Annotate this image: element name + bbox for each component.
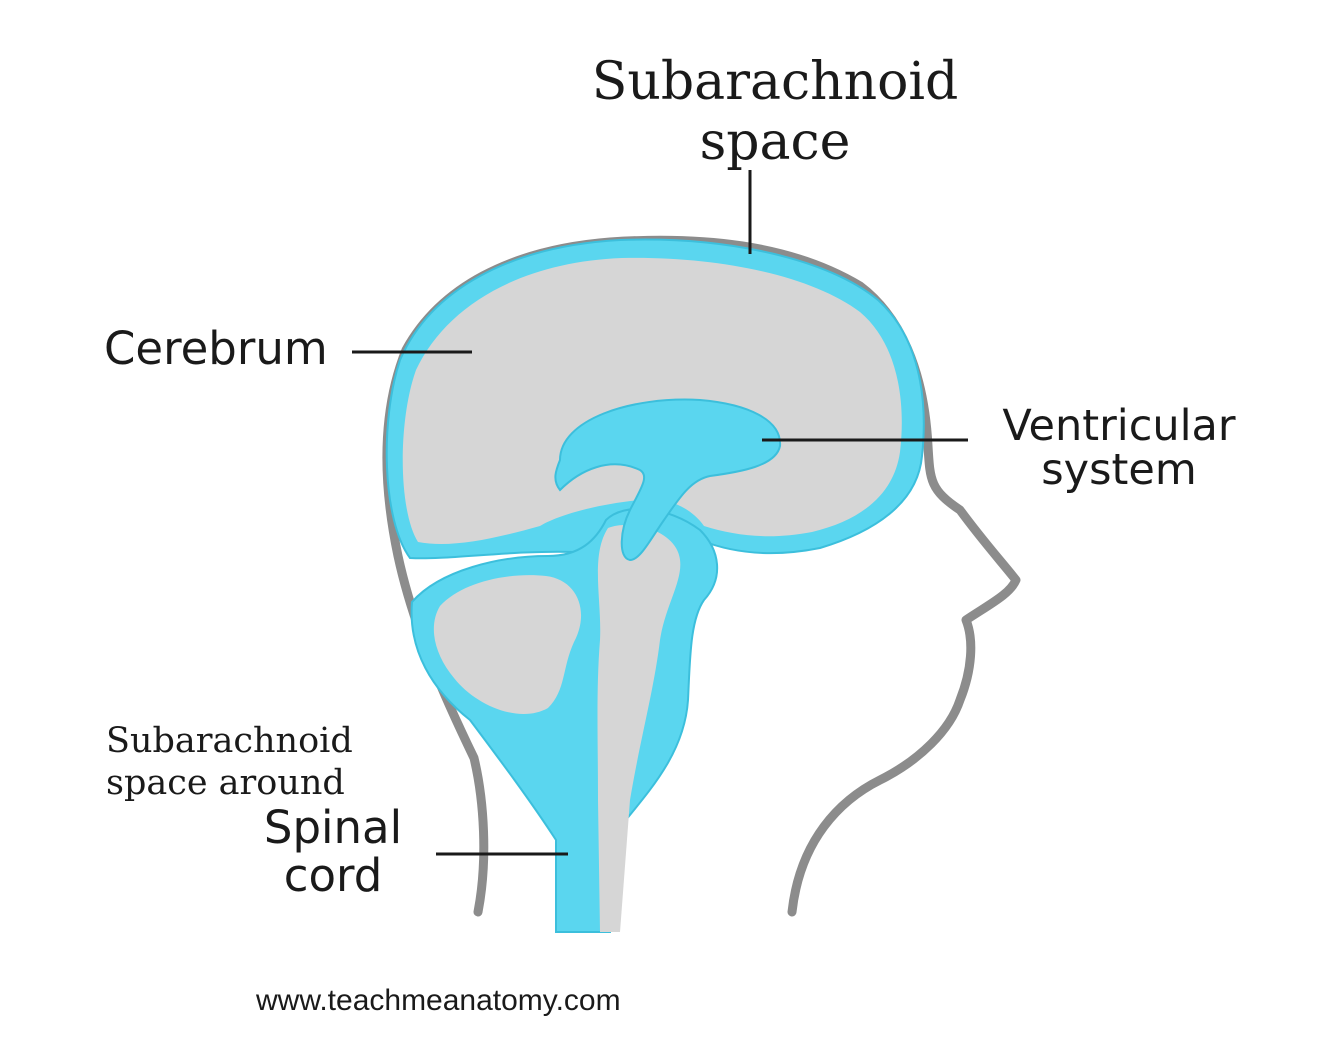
label-line: Ventricular: [1002, 401, 1236, 451]
label-subarachnoid-space: Subarachnoid space: [560, 52, 990, 172]
brainstem-tissue: [597, 524, 681, 932]
label-line: cord: [283, 849, 383, 902]
ventricular-system: [554, 398, 782, 562]
label-line: Spinal: [263, 801, 403, 854]
label-line: system: [1041, 445, 1197, 495]
label-line: Subarachnoid: [106, 721, 353, 761]
label-line: space: [699, 112, 851, 172]
source-credit: www.teachmeanatomy.com: [256, 984, 621, 1017]
label-subarachnoid-space-around: Subarachnoid space around: [106, 720, 353, 804]
label-cerebrum: Cerebrum: [104, 322, 328, 375]
label-spinal-cord: Spinal cord: [258, 804, 408, 900]
label-line: Subarachnoid: [591, 52, 959, 112]
label-ventricular-system: Ventricular system: [988, 404, 1250, 492]
cerebellum-tissue: [433, 575, 582, 715]
label-line: space around: [106, 763, 345, 803]
